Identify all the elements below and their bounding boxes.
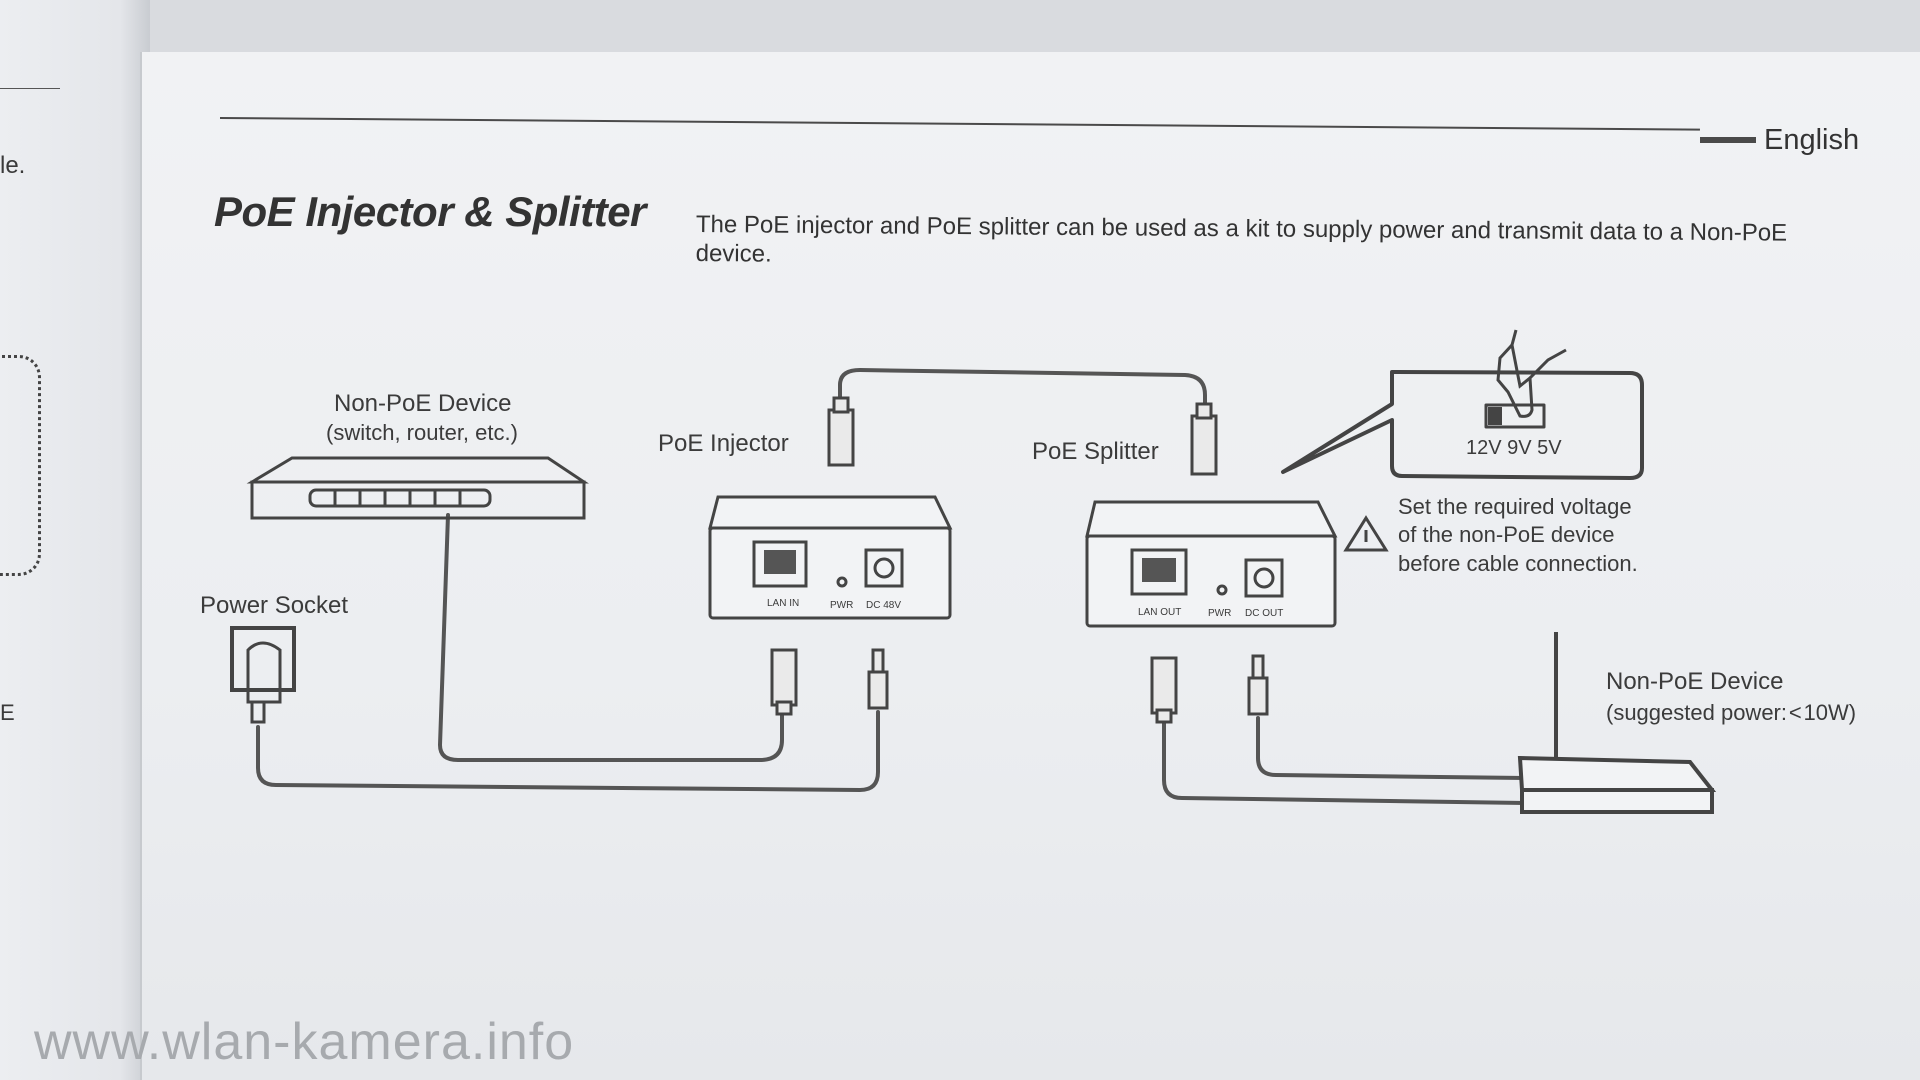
injector-pwr-label: PWR [830, 600, 854, 611]
left-page-text-fragment: le. [0, 152, 26, 179]
splitter-pwr-label: PWR [1208, 608, 1232, 619]
voltage-switch-label: 12V 9V 5V [1466, 437, 1562, 459]
left-page-dotted-frame [0, 355, 41, 576]
warning-icon [1343, 515, 1389, 552]
left-page: le. E [0, 0, 150, 1080]
language-bar [1700, 137, 1756, 143]
ethernet-cable-device [1162, 716, 1527, 805]
language-label: English [1764, 124, 1860, 156]
poe-splitter-label: PoE Splitter [1032, 438, 1159, 465]
splitter-lan-port-label: LAN OUT [1138, 607, 1182, 618]
watermark: www.wlan-kamera.info [34, 1013, 575, 1071]
warning-text-line-3: before cable connection. [1398, 551, 1638, 576]
power-cable [256, 710, 880, 792]
manual-page [140, 52, 1920, 1080]
section-title: PoE Injector & Splitter [214, 188, 646, 235]
poe-splitter-box [1085, 500, 1338, 628]
hand-pointer-icon [1496, 329, 1567, 418]
left-page-text-fragment-2: E [0, 700, 15, 725]
non-poe-switch-subtitle: (switch, router, etc.) [326, 420, 518, 445]
router-antenna-icon [1517, 632, 1717, 814]
poe-injector-box [708, 495, 953, 620]
non-poe-device-title: Non-PoE Device [1606, 668, 1784, 695]
non-poe-switch-title: Non-PoE Device [334, 390, 512, 417]
ethernet-cable-top [838, 368, 1207, 414]
ethernet-cable-switch [438, 513, 784, 762]
injector-lan-port-label: LAN IN [767, 598, 800, 609]
injector-dc-port-label: DC 48V [866, 600, 902, 611]
power-socket-label: Power Socket [200, 592, 349, 619]
non-poe-device-subtitle: (suggested power: < 10W) [1606, 700, 1857, 725]
power-adapter-icon [230, 626, 296, 724]
rj45-plug-icon [770, 396, 1218, 724]
network-switch [246, 456, 589, 520]
warning-text-line-1: Set the required voltage [1398, 494, 1632, 519]
warning-text-line-2: of the non-PoE device [1398, 522, 1615, 547]
splitter-dc-port-label: DC OUT [1245, 608, 1284, 619]
dc-cable-device [1256, 716, 1527, 780]
left-page-rule [0, 88, 60, 89]
poe-injector-label: PoE Injector [658, 430, 789, 457]
dc-plug-icon [867, 648, 1269, 716]
voltage-callout [1281, 370, 1644, 480]
